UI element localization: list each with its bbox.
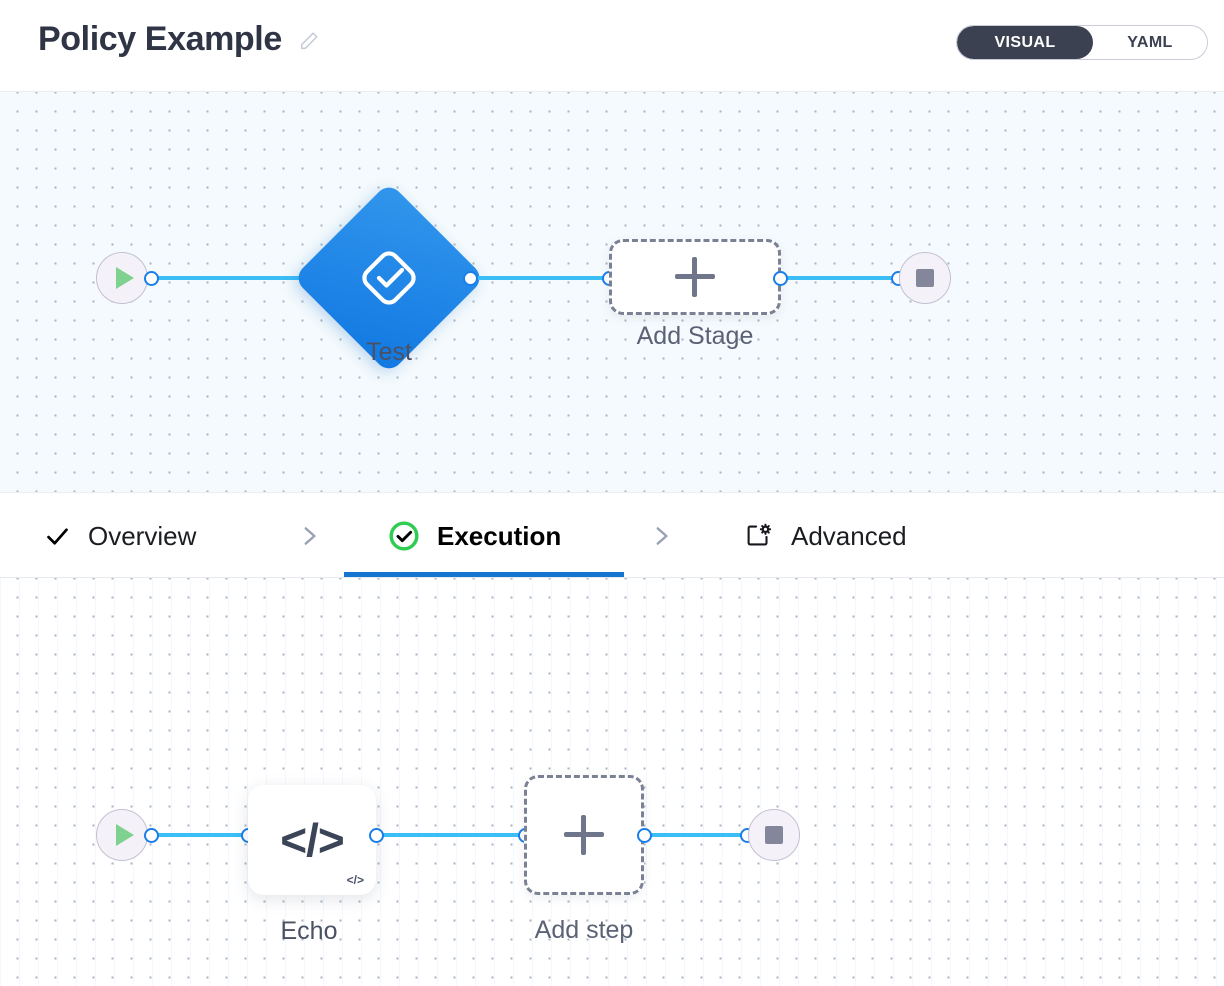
code-icon: </> <box>280 814 345 866</box>
check-icon <box>44 523 71 550</box>
step-end-node[interactable] <box>748 809 800 861</box>
code-badge-icon: </> <box>346 873 364 887</box>
mode-toggle-yaml[interactable]: YAML <box>1127 33 1173 51</box>
stage-canvas[interactable]: Test Add Stage <box>0 92 1224 492</box>
stage-start-node[interactable] <box>96 252 148 304</box>
tab-execution[interactable]: Execution <box>388 493 561 579</box>
step-edge-start-echo[interactable] <box>150 833 254 837</box>
mode-toggle-visual[interactable]: VISUAL <box>957 26 1093 59</box>
stage-port-start-out[interactable] <box>144 271 159 286</box>
view-mode-toggle[interactable]: VISUAL YAML <box>956 25 1208 60</box>
title-area: Policy Example <box>38 22 320 56</box>
tab-execution-label: Execution <box>437 520 562 551</box>
step-edge-echo-add[interactable] <box>376 833 532 837</box>
add-step-button[interactable] <box>524 775 644 895</box>
check-circle-icon <box>388 520 420 552</box>
tab-advanced-label: Advanced <box>791 520 907 551</box>
page-title: Policy Example <box>38 20 282 58</box>
tab-overview[interactable]: Overview <box>44 493 196 579</box>
stop-icon <box>765 826 783 844</box>
step-node-echo-label: Echo <box>280 917 338 945</box>
play-icon <box>115 824 134 846</box>
stage-node-test-label: Test <box>366 338 412 366</box>
window-gear-icon <box>744 521 774 551</box>
step-node-echo[interactable]: </> </> <box>248 785 376 895</box>
tab-separator-2-chevron-right-icon <box>648 493 674 579</box>
plus-icon <box>675 257 715 297</box>
tab-separator-1-chevron-right-icon <box>296 493 322 579</box>
stage-edge-start-test[interactable] <box>150 276 312 280</box>
add-stage-button[interactable] <box>609 239 781 315</box>
stage-port-add-out[interactable] <box>773 271 788 286</box>
step-port-echo-out[interactable] <box>369 828 384 843</box>
tab-active-underline <box>344 572 624 577</box>
tab-overview-label: Overview <box>88 520 197 551</box>
page-header: Policy Example VISUAL YAML <box>0 0 1224 92</box>
step-edge-add-end[interactable] <box>644 833 754 837</box>
stage-edge-test-add[interactable] <box>470 276 616 280</box>
stop-icon <box>916 269 934 287</box>
tab-advanced[interactable]: Advanced <box>744 493 907 579</box>
stage-port-test-out[interactable] <box>463 271 478 286</box>
stage-canvas-inner: Test Add Stage <box>0 92 1224 492</box>
stage-end-node[interactable] <box>899 252 951 304</box>
step-canvas-inner: </> </> Echo Add step <box>0 578 1224 986</box>
step-port-add-out[interactable] <box>637 828 652 843</box>
add-step-label: Add step <box>534 916 634 944</box>
diamond-check-icon <box>359 248 419 308</box>
play-icon <box>115 267 134 289</box>
plus-icon <box>564 815 604 855</box>
step-canvas[interactable]: </> </> Echo Add step <box>0 578 1224 986</box>
section-tabbar: Overview Execution <box>0 492 1224 578</box>
add-stage-label: Add Stage <box>636 322 754 350</box>
pencil-icon[interactable] <box>298 30 320 52</box>
step-start-node[interactable] <box>96 809 148 861</box>
stage-edge-add-end[interactable] <box>780 276 902 280</box>
step-port-start-out[interactable] <box>144 828 159 843</box>
